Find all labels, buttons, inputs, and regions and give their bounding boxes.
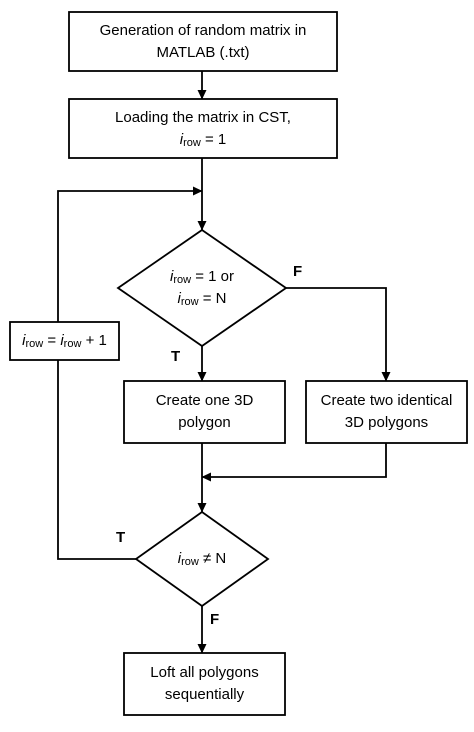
create-two-polygons-line-1: Create two identical [320,392,453,409]
decision2-false-label: F [210,611,220,628]
row-index-variable: i [22,332,26,349]
first-row-or-last-row-label: irow = 1 or irow = N [118,262,286,314]
row-index-subscript: row [173,274,192,286]
generate-matrix-line-1: Generation of random matrix in [99,21,307,39]
loft-polygons-label: Loft all polygons sequentially [124,653,285,715]
create-two-polygons-line-2: 3D polygons [344,414,429,431]
create-one-polygon-line-2: polygon [178,414,231,431]
increment-row-label: irow = irow + 1 [10,322,119,360]
generate-matrix-line-2: MATLAB (.txt) [156,43,250,61]
row-index-subscript: row [25,338,44,350]
load-matrix-box [68,98,338,159]
load-matrix-label: Loading the matrix in CST, irow = 1 [69,99,337,158]
row-index-variable: i [60,332,64,349]
create-one-polygon-label: Create one 3D polygon [124,381,285,443]
row-index-variable: i [177,290,181,307]
increment-row-box [9,321,120,361]
decision1-false-label: F [293,263,303,280]
row-index-subscript: row [183,136,201,149]
decision2-true-label: T [116,529,126,546]
increment-row-expression: irow = irow + 1 [22,330,107,352]
row-index-variable: i [177,550,182,567]
loop-back-line-lower [57,360,136,560]
decision1-true-label: T [171,348,181,365]
row-index-subscript: row [180,296,199,308]
load-matrix-init-value: = 1 [200,130,227,148]
increment-equals: = [43,332,61,349]
arrow-false-to-create-two [286,287,391,382]
loft-polygons-line-1: Loft all polygons [150,664,259,681]
generate-matrix-label: Generation of random matrix in MATLAB (.… [69,12,337,71]
arrow-create-two-to-join [201,443,387,482]
create-one-polygon-box [123,380,286,444]
decision2-not-equal-n: ≠ N [198,550,227,567]
increment-plus-one: + 1 [81,332,107,349]
loft-polygons-box [123,652,286,716]
row-index-subscript: row [63,338,82,350]
decision2-condition: irow ≠ N [178,548,226,570]
row-index-subscript: row [181,556,199,568]
decision1-condition-1: = 1 or [191,268,235,285]
decision1-line-2: irow = N [177,288,226,310]
decision1-condition-2: = N [198,290,227,307]
decision1-line-1: irow = 1 or [170,266,234,288]
create-one-polygon-line-1: Create one 3D [155,392,254,409]
create-two-polygons-box [305,380,468,444]
loop-back-arrow-upper [57,186,203,322]
row-index-variable: i [179,130,184,148]
row-not-last-label: irow ≠ N [136,538,268,580]
loft-polygons-line-2: sequentially [164,686,245,703]
row-index-variable: i [169,268,174,285]
create-two-polygons-label: Create two identical 3D polygons [306,381,467,443]
generate-matrix-box [68,11,338,72]
load-matrix-line-2: irow = 1 [180,129,227,151]
load-matrix-line-1: Loading the matrix in CST, [115,108,291,126]
